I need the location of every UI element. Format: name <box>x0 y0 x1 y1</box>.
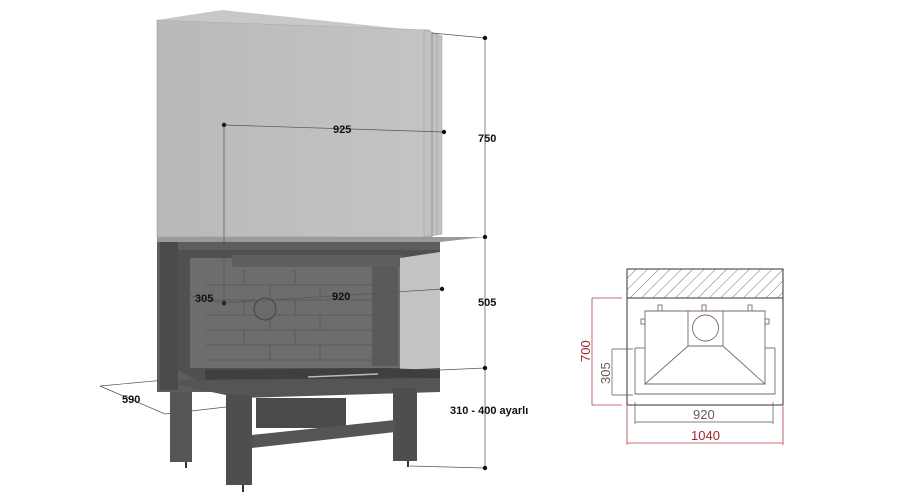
side-glass <box>400 252 440 370</box>
leg-front-right <box>393 388 417 461</box>
plan-hatched-wall <box>626 268 784 299</box>
dim-total-width: 1040 <box>691 428 720 443</box>
dim-inner-width: 920 <box>693 407 715 422</box>
dim-base-depth: 590 <box>122 394 140 406</box>
dim-firebox-width: 920 <box>332 291 350 303</box>
plan-view <box>626 268 784 406</box>
hood-shelf <box>157 237 485 242</box>
hood-top <box>157 10 432 32</box>
dim-hood-width: 925 <box>333 124 351 136</box>
ash-drawer <box>256 398 346 428</box>
dim-firebox-depth: 305 <box>195 293 213 305</box>
dim-firebox-height: 505 <box>478 297 496 309</box>
leg-front-left <box>226 395 252 485</box>
hood-side <box>423 29 443 238</box>
base-crossbar <box>252 420 395 448</box>
plan-dimensions: 700 305 920 1040 <box>578 297 784 445</box>
dim-leg-height: 310 - 400 ayarlı <box>450 405 528 417</box>
dim-total-depth: 700 <box>578 340 593 362</box>
logo-emblem <box>253 297 277 321</box>
plan-outline <box>626 297 784 406</box>
dim-hood-height: 750 <box>478 133 496 145</box>
leg-back-left <box>170 392 192 462</box>
dim-inner-depth: 305 <box>598 362 613 384</box>
hood-front <box>156 19 433 238</box>
fireplace-perspective <box>156 10 485 492</box>
perspective-dimensions: 925 750 505 305 920 590 310 - 400 ayarlı <box>99 32 528 471</box>
